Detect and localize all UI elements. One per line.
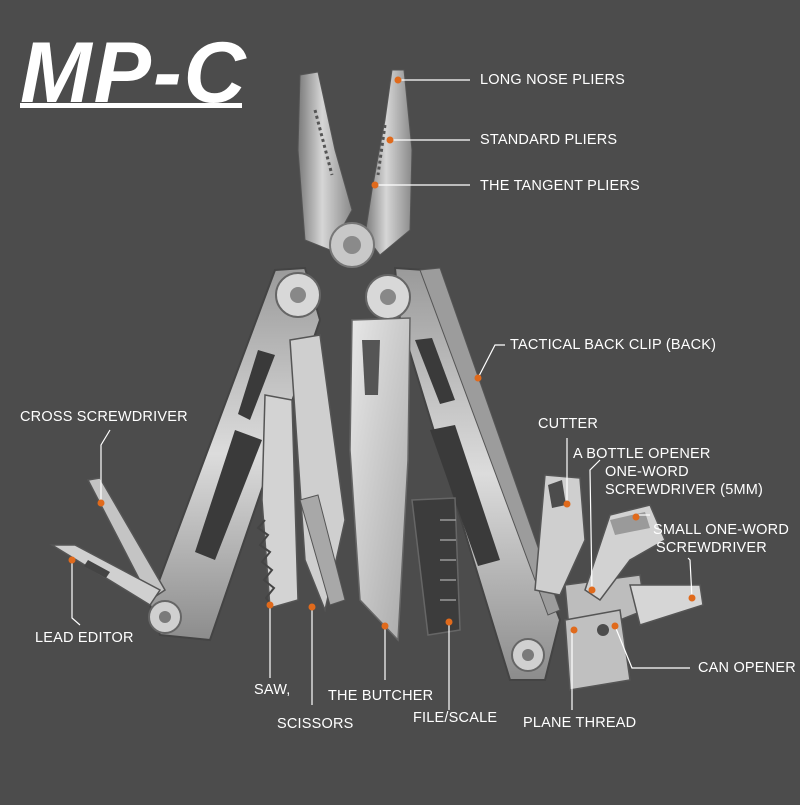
label-plane-thread: PLANE THREAD — [523, 715, 637, 731]
label-can-opener: CAN OPENER — [698, 660, 796, 676]
right-side-tools — [534, 474, 704, 691]
knife-blade — [349, 317, 411, 642]
label-scissors: SCISSORS — [277, 716, 354, 732]
title-underline — [20, 103, 242, 108]
leader-lines — [71, 79, 693, 710]
label-standard-pliers: STANDARD PLIERS — [480, 132, 618, 148]
cross-screwdriver-tool — [86, 477, 167, 602]
saw-blade — [261, 394, 299, 609]
file-scale — [411, 497, 461, 636]
scissors — [289, 334, 346, 613]
product-title: MP-C — [20, 25, 248, 121]
label-saw: SAW, — [254, 682, 291, 698]
pliers-jaws — [297, 69, 413, 268]
label-one-word-screwdriver-line1: ONE-WORD — [605, 464, 689, 480]
label-cutter: CUTTER — [538, 416, 599, 432]
label-bottle-opener: A BOTTLE OPENER — [573, 446, 711, 462]
callout-dots — [68, 76, 696, 634]
label-butcher: THE BUTCHER — [328, 688, 434, 704]
label-file-scale: FILE/SCALE — [413, 710, 498, 726]
label-cross-screwdriver: CROSS SCREWDRIVER — [20, 409, 188, 425]
label-long-nose-pliers: LONG NOSE PLIERS — [480, 72, 626, 88]
label-one-word-screwdriver-line2: SCREWDRIVER (5MM) — [605, 482, 764, 498]
label-lead-editor: LEAD EDITOR — [35, 630, 134, 646]
label-small-screwdriver-line2: SCREWDRIVER — [656, 540, 767, 556]
label-small-screwdriver-line1: SMALL ONE-WORD — [653, 522, 789, 538]
label-tangent-pliers: THE TANGENT PLIERS — [480, 178, 640, 194]
label-tactical-back-clip: TACTICAL BACK CLIP (BACK) — [510, 337, 717, 353]
right-handle — [365, 266, 562, 681]
